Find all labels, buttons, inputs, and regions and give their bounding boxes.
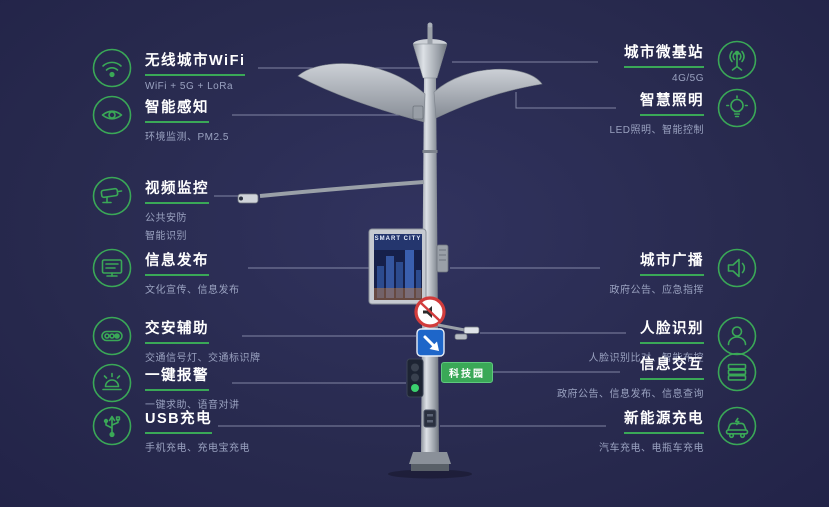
feature-subtitle: 环境监测、PM2.5 <box>145 132 229 143</box>
feature-title: 视频监控 <box>145 177 209 204</box>
feature-subtitle: 文化宣传、信息发布 <box>145 285 240 296</box>
tech-park-tag: 科技园 <box>441 362 493 383</box>
feature-subtitle: 公共安防 <box>145 213 187 224</box>
interaction-icon <box>717 352 757 392</box>
feature-title: USB充电 <box>145 407 213 434</box>
cctv-icon <box>92 176 132 216</box>
feature-subtitle: LED照明、智能控制 <box>609 125 704 136</box>
feature-subtitle: WiFi + 5G + LoRa <box>145 81 234 92</box>
camera <box>237 180 425 204</box>
feature-title: 交安辅助 <box>145 317 209 344</box>
feature-subtitle: 手机充电、充电宝充电 <box>145 443 250 454</box>
feature-subtitle: 人脸识别比对、智能布控 <box>588 353 704 364</box>
feature-usb-charging: USB充电 手机充电、充电宝充电 <box>92 406 250 454</box>
ev-icon <box>717 406 757 446</box>
feature-title: 新能源充电 <box>624 407 704 434</box>
feature-info-interaction: 信息交互 政府公告、信息发布、信息查询 <box>557 352 757 400</box>
feature-wifi: 无线城市WiFi WiFi + 5G + LoRa <box>92 48 246 92</box>
feature-title: 城市微基站 <box>624 41 704 68</box>
feature-micro-base-station: 城市微基站 4G/5G <box>624 40 757 84</box>
feature-smart-lighting: 智慧照明 LED照明、智能控制 <box>610 88 757 136</box>
feature-ev-charging: 新能源充电 汽车充电、电瓶车充电 <box>599 406 757 454</box>
antenna-icon <box>717 40 757 80</box>
pole <box>388 78 472 479</box>
feature-city-broadcast: 城市广播 政府公告、应急指挥 <box>610 248 758 296</box>
feature-title: 城市广播 <box>640 249 704 276</box>
feature-sensing: 智能感知 环境监测、PM2.5 <box>92 95 229 143</box>
feature-subtitle-2: 智能识别 <box>145 231 187 242</box>
feature-sos-alarm: 一键报警 一键求助、语音对讲 <box>92 363 240 411</box>
feature-info-publish: 信息发布 文化宣传、信息发布 <box>92 248 240 296</box>
traffic-signal-icon <box>92 316 132 356</box>
direction-sign <box>416 328 445 357</box>
feature-title: 一键报警 <box>145 364 209 391</box>
connector-lines <box>214 61 626 427</box>
feature-subtitle: 4G/5G <box>672 73 704 84</box>
no-horn-sign <box>414 296 446 328</box>
info-screen-icon <box>92 248 132 288</box>
usb-charging-panel <box>423 409 437 428</box>
feature-face-recognition: 人脸识别 人脸识别比对、智能布控 <box>589 316 758 364</box>
broadcast-speaker <box>436 244 449 273</box>
screen-text: SMART CITY <box>374 236 422 242</box>
feature-subtitle: 交通信号灯、交通标识牌 <box>145 353 261 364</box>
speaker-icon <box>717 248 757 288</box>
sensor-icon <box>92 95 132 135</box>
sensor-box <box>412 105 424 120</box>
bulb-icon <box>717 88 757 128</box>
feature-subtitle: 汽车充电、电瓶车充电 <box>599 443 704 454</box>
feature-title: 人脸识别 <box>640 317 704 344</box>
lamp-arms <box>297 22 543 123</box>
display-screen <box>368 228 427 305</box>
feature-video-surveillance: 视频监控 公共安防 智能识别 <box>92 176 209 242</box>
traffic-light <box>406 358 424 398</box>
usb-icon <box>92 406 132 446</box>
alarm-icon <box>92 363 132 403</box>
feature-title: 智慧照明 <box>640 89 704 116</box>
face-recognition-cameras <box>437 323 480 340</box>
feature-traffic-assist: 交安辅助 交通信号灯、交通标识牌 <box>92 316 261 364</box>
feature-title: 智能感知 <box>145 96 209 123</box>
face-icon <box>717 316 757 356</box>
wifi-icon <box>92 48 132 88</box>
feature-title: 信息交互 <box>640 353 704 380</box>
feature-subtitle: 政府公告、应急指挥 <box>609 285 704 296</box>
feature-subtitle: 一键求助、语音对讲 <box>145 400 240 411</box>
feature-subtitle: 政府公告、信息发布、信息查询 <box>557 389 704 400</box>
feature-title: 无线城市WiFi <box>145 49 246 76</box>
feature-title: 信息发布 <box>145 249 209 276</box>
